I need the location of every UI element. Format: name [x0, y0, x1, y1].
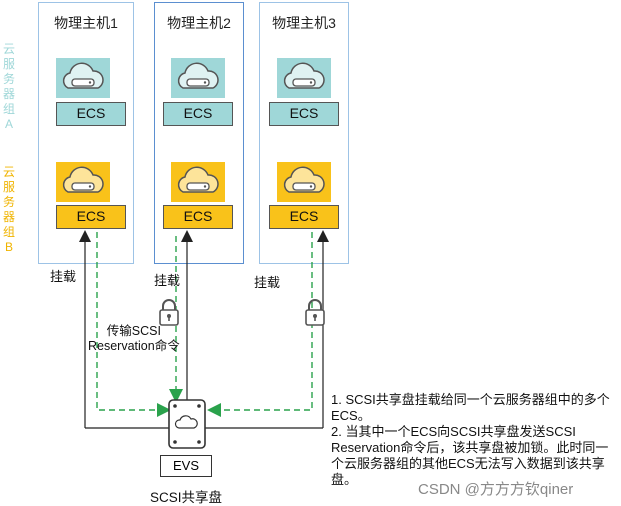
mount-label-2: 挂载: [154, 273, 181, 288]
evs-label: EVS: [172, 458, 199, 473]
ecs-a-host-3[interactable]: ECS: [269, 102, 339, 126]
ecs-b-host-2[interactable]: ECS: [163, 205, 233, 229]
dashed-path-3: [207, 232, 313, 417]
transfer-label: 传输SCSI Reservation命令: [88, 324, 180, 353]
ecs-b-host-1[interactable]: ECS: [56, 205, 126, 229]
watermark: CSDN @方方方钦qiner: [418, 481, 574, 498]
lock-icon: [159, 299, 179, 326]
mount-label-3: 挂载: [254, 275, 281, 290]
cloud-server-icon: [171, 162, 225, 202]
mount-label-1: 挂载: [50, 269, 77, 284]
host-title: 物理主机3: [272, 15, 336, 31]
cloud-server-icon: [56, 58, 110, 98]
note-2: 2. 当其中一个ECS向SCSI共享盘发送SCSI Reservation命令后…: [331, 424, 609, 487]
ecs-a-host-1[interactable]: ECS: [56, 102, 126, 126]
lock-icon: [305, 299, 325, 326]
host-title: 物理主机2: [167, 15, 231, 31]
evs-box: EVS: [160, 455, 212, 477]
ecs-a-host-2[interactable]: ECS: [163, 102, 233, 126]
disk-label: SCSI共享盘: [150, 490, 223, 505]
notes: 1. SCSI共享盘挂载给同一个云服务器组中的多个ECS。 2. 当其中一个EC…: [331, 392, 621, 488]
ecs-b-host-3[interactable]: ECS: [269, 205, 339, 229]
cloud-server-icon: [277, 58, 331, 98]
cloud-server-icon: [56, 162, 110, 202]
cloud-server-icon: [171, 58, 225, 98]
note-1: 1. SCSI共享盘挂载给同一个云服务器组中的多个ECS。: [331, 392, 610, 423]
shared-disk-icon: [168, 399, 206, 449]
host-title: 物理主机1: [54, 15, 118, 31]
dashed-path-1: [96, 232, 171, 417]
cloud-server-icon: [277, 162, 331, 202]
